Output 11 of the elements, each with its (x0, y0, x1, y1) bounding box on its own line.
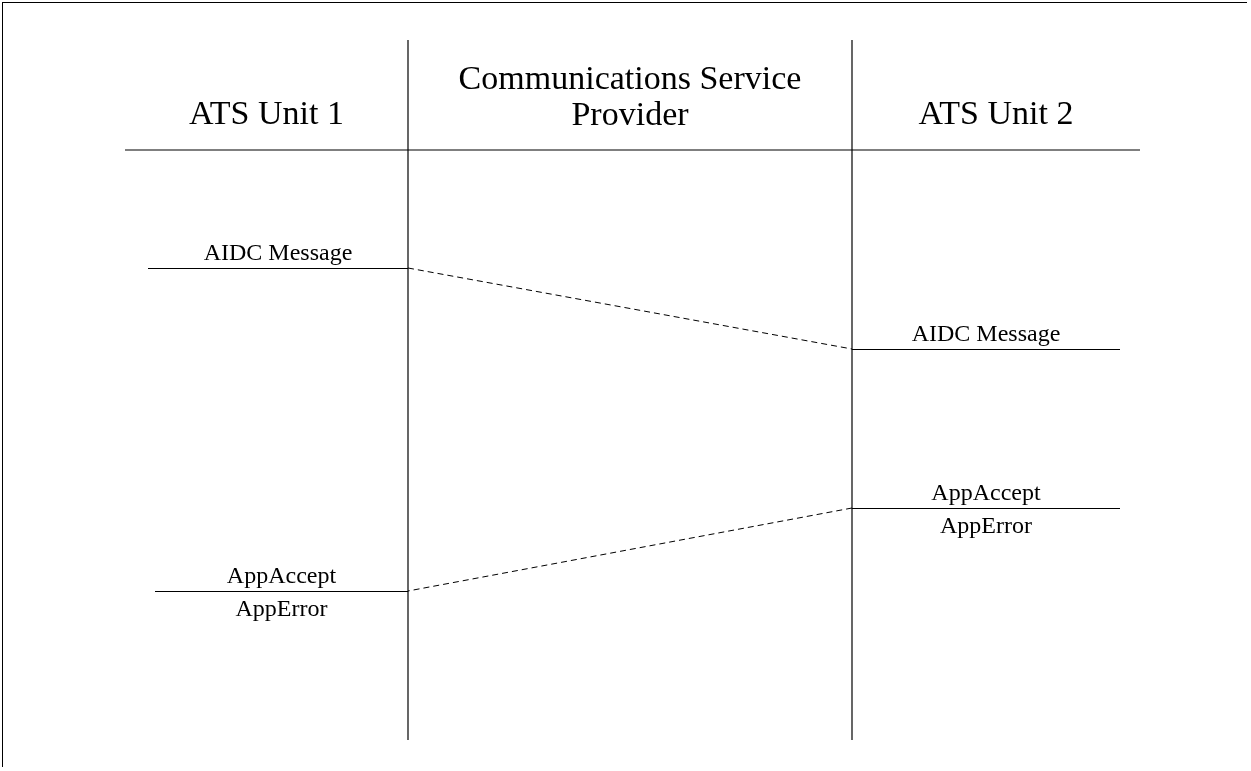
lane-heading: ATS Unit 1 (188, 95, 345, 131)
message-line (407, 507, 853, 592)
lane-heading: ATS Unit 2 (917, 95, 1075, 131)
message-text: AppAccept (852, 476, 1120, 509)
message-text: AIDC Message (148, 236, 408, 269)
message-text: AIDC Message (852, 317, 1120, 350)
message-line (407, 267, 853, 350)
message-text: AppError (939, 511, 1033, 540)
lane-heading: Communications Service Provider (457, 60, 803, 132)
message-text: AppAccept (155, 559, 408, 592)
message-text: AppError (234, 594, 329, 623)
